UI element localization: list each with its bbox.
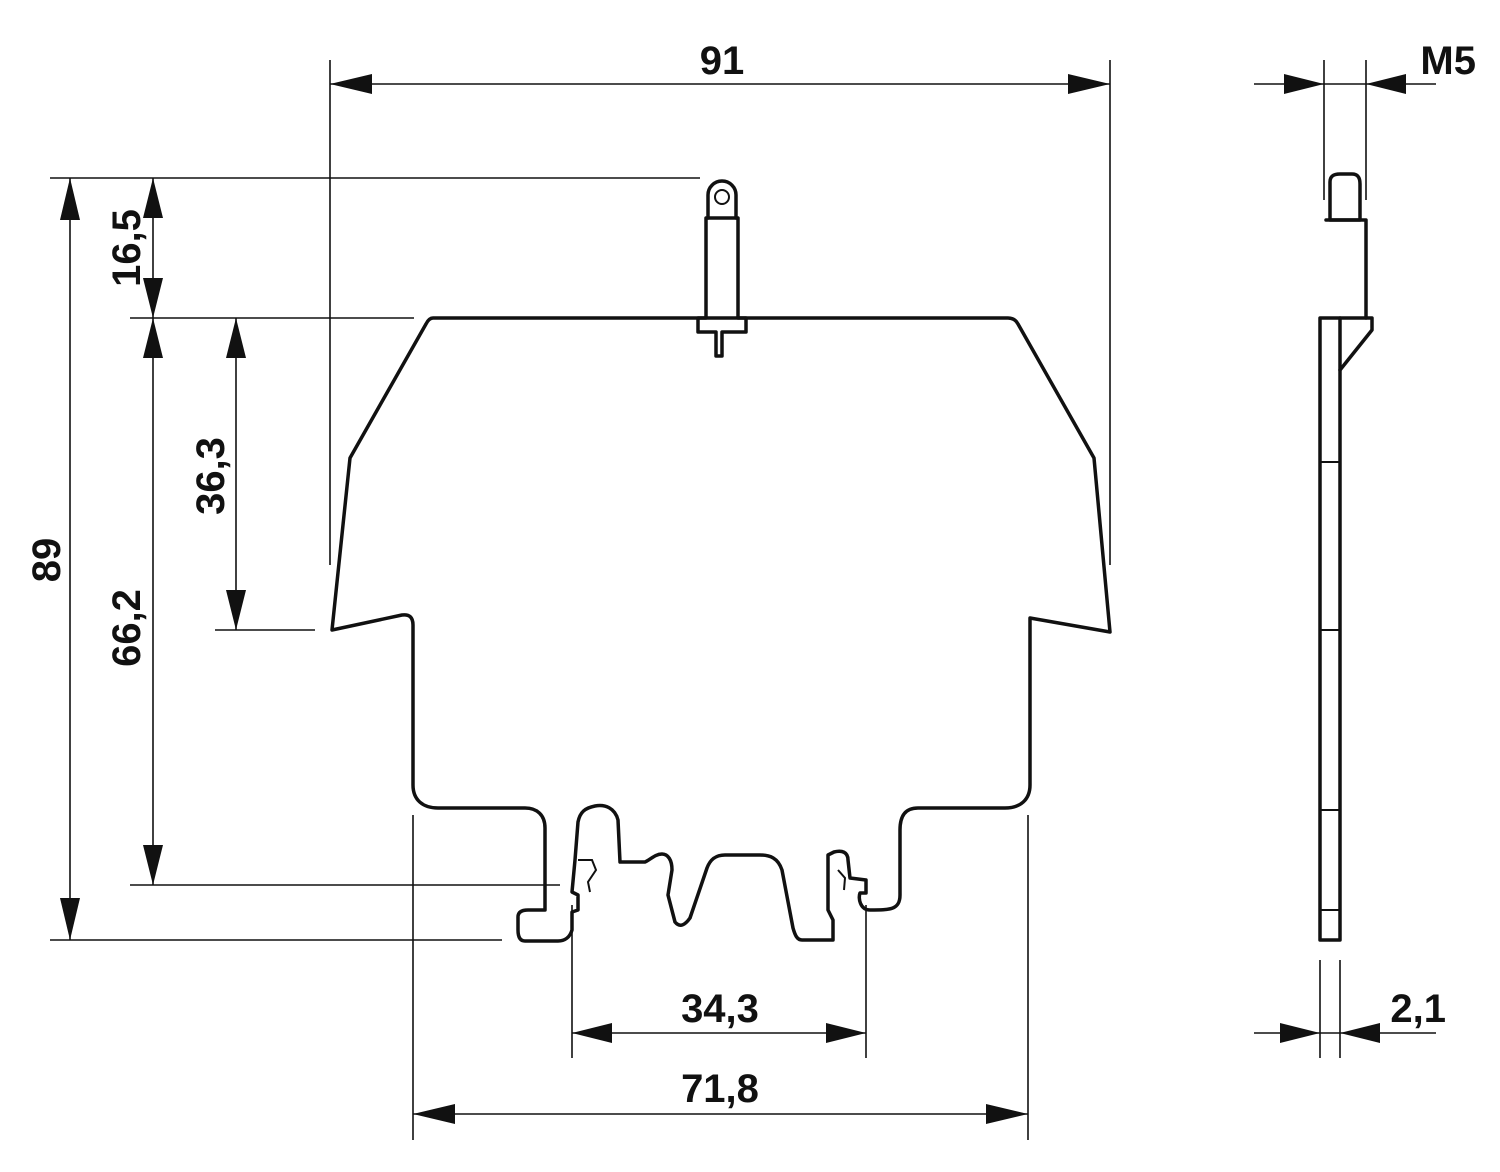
label-body-height: 66,2 (105, 589, 149, 667)
arrow-662-bottom (143, 845, 163, 885)
arrow-363-top (226, 318, 246, 358)
dimension-labels: 91 89 16,5 66,2 36,3 34,3 71,8 M5 2,1 (25, 39, 1476, 1111)
arrow-m5-right (1366, 74, 1406, 94)
label-pin-height: 16,5 (105, 209, 149, 287)
label-rail-inner-width: 34,3 (681, 987, 759, 1031)
pin-eye (706, 179, 738, 220)
arrow-21-right (1340, 1023, 1380, 1043)
arrow-165-top (143, 178, 163, 218)
arrow-91-right (1068, 74, 1110, 94)
clip-inner-detail (578, 859, 598, 893)
arrow-89-top (60, 178, 80, 220)
front-view-outline (330, 316, 1112, 943)
label-thread: M5 (1420, 39, 1476, 83)
pin-eye-hole (714, 189, 730, 205)
arrow-718-right (986, 1104, 1028, 1124)
side-view-outline (1318, 316, 1342, 942)
arrow-m5-left (1284, 74, 1324, 94)
arrow-21-left (1280, 1023, 1320, 1043)
front-view-part (330, 179, 1112, 943)
clip-inner-detail-right (837, 869, 847, 891)
label-overall-height: 89 (25, 538, 69, 583)
label-base-width: 71,8 (681, 1067, 759, 1111)
arrow-343-left (572, 1023, 612, 1043)
arrow-91-left (330, 74, 372, 94)
side-view-part (1318, 172, 1374, 942)
arrow-343-right (826, 1023, 866, 1043)
side-view-pin-base (1324, 218, 1368, 320)
arrow-718-left (413, 1104, 455, 1124)
label-upper-section-height: 36,3 (189, 437, 233, 515)
pin-shaft (696, 216, 748, 358)
side-view-pin (1328, 172, 1362, 222)
arrow-165-bottom (143, 278, 163, 318)
side-view-flange (1338, 316, 1374, 372)
screw-pin (696, 179, 748, 358)
label-overall-width: 91 (700, 39, 745, 83)
arrow-662-top (143, 318, 163, 358)
dimension-lines (60, 74, 1436, 1124)
label-thickness: 2,1 (1390, 987, 1446, 1031)
arrow-363-bottom (226, 590, 246, 630)
extension-lines (50, 60, 1367, 1140)
arrow-89-bottom (60, 898, 80, 940)
